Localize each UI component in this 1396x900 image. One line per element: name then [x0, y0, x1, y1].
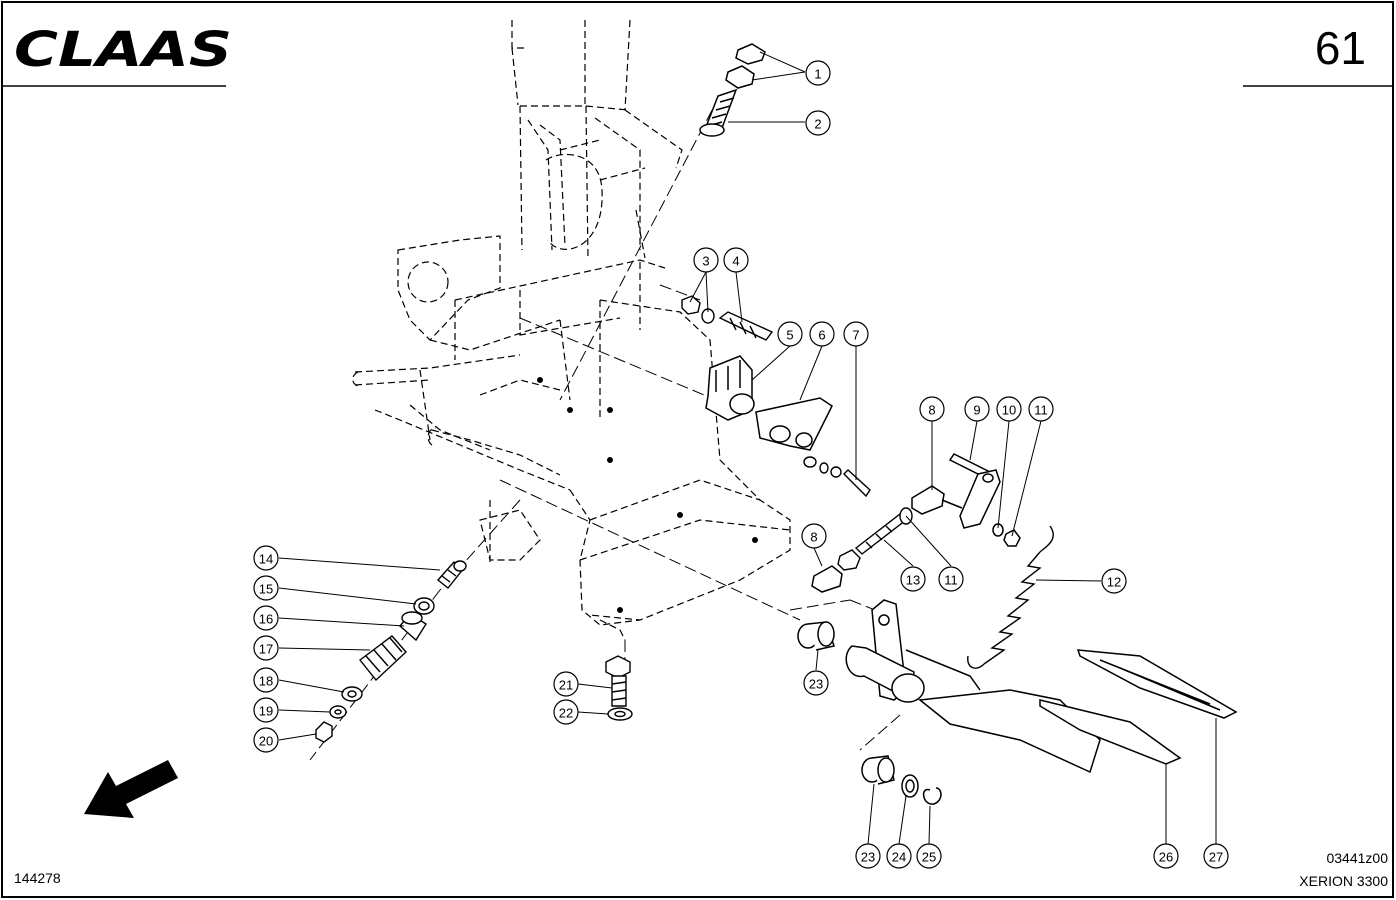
- callout-22-label: 22: [559, 706, 573, 721]
- part-13-threaded-rod: [837, 507, 913, 571]
- callout-26-label: 26: [1159, 850, 1173, 865]
- callout-25: 25: [916, 843, 942, 869]
- brand-logo: CLAAS: [14, 22, 232, 78]
- callout-7: 7: [843, 321, 869, 347]
- callout-5: 5: [777, 321, 803, 347]
- part-2-stud: [699, 88, 738, 137]
- callout-23-upper: 23: [803, 670, 829, 696]
- callout-27-label: 27: [1209, 850, 1223, 865]
- callout-9: 9: [964, 396, 990, 422]
- part-3-4-fasteners: [681, 295, 774, 341]
- part-6-clamp: [755, 397, 833, 451]
- callout-11-lower-label: 11: [944, 573, 958, 588]
- callout-9-label: 9: [973, 403, 980, 418]
- callout-15: 15: [253, 575, 279, 601]
- callout-16: 16: [253, 605, 279, 631]
- callout-8-lower: 8: [801, 523, 827, 549]
- callout-17-label: 17: [259, 642, 273, 657]
- callout-6: 6: [809, 321, 835, 347]
- callout-26: 26: [1153, 843, 1179, 869]
- callout-2-label: 2: [814, 117, 821, 132]
- direction-arrow-icon: [84, 760, 178, 818]
- callout-6-label: 6: [818, 328, 825, 343]
- callout-19-label: 19: [259, 704, 273, 719]
- callout-4-label: 4: [732, 254, 739, 269]
- leader-lines: [278, 51, 1217, 845]
- part-22-lock-washer: [607, 707, 633, 721]
- part-25-circlip: [922, 787, 942, 805]
- callout-13: 13: [900, 566, 926, 592]
- part-5-bracket: [705, 355, 755, 421]
- callout-3-label: 3: [702, 254, 709, 269]
- callout-23-lower-label: 23: [861, 850, 875, 865]
- drawing-id: 03441z00: [1326, 850, 1388, 866]
- callout-7-label: 7: [852, 328, 859, 343]
- callout-10: 10: [996, 396, 1022, 422]
- callout-17: 17: [253, 635, 279, 661]
- callout-14-label: 14: [259, 552, 273, 567]
- callout-15-label: 15: [259, 582, 273, 597]
- callout-24: 24: [886, 843, 912, 869]
- page-number: 61: [1315, 22, 1366, 74]
- part-1-nut: [725, 43, 766, 89]
- callout-11-lower: 11: [938, 566, 964, 592]
- callout-14: 14: [253, 545, 279, 571]
- part-pedal-assembly: [845, 599, 1238, 774]
- callout-21-label: 21: [559, 678, 573, 693]
- callout-19: 19: [253, 697, 279, 723]
- callout-18: 18: [253, 667, 279, 693]
- callout-5-label: 5: [786, 328, 793, 343]
- callout-10-label: 10: [1002, 403, 1016, 418]
- callout-25-label: 25: [922, 850, 936, 865]
- callout-13-label: 13: [906, 573, 920, 588]
- part-8-ball-joint-lower: [811, 565, 843, 593]
- part-20-nut: [315, 721, 333, 743]
- callout-4: 4: [723, 247, 749, 273]
- part-17-spring: [359, 635, 407, 682]
- callout-23-lower: 23: [855, 843, 881, 869]
- part-23-bushing-lower: [861, 755, 895, 785]
- part-21-bolt: [605, 655, 631, 707]
- part-8-ball-joint-upper: [911, 485, 963, 515]
- callout-16-label: 16: [259, 612, 273, 627]
- part-16-sleeve: [399, 611, 427, 642]
- mounting-frame: [352, 19, 791, 641]
- part-19-washer: [329, 705, 347, 719]
- catalog-id: 144278: [14, 870, 61, 886]
- callout-24-label: 24: [892, 850, 906, 865]
- callout-21: 21: [553, 671, 579, 697]
- brand-logo-text: CLAAS: [14, 22, 232, 78]
- frame-holes: [537, 377, 758, 613]
- callout-3: 3: [693, 247, 719, 273]
- callout-8-lower-label: 8: [810, 530, 817, 545]
- part-9-lever-link: [948, 453, 1021, 547]
- part-23-bushing-upper: [797, 621, 835, 651]
- callout-8-upper-label: 8: [928, 403, 935, 418]
- callout-12-label: 12: [1107, 575, 1121, 590]
- callout-8-upper: 8: [919, 396, 945, 422]
- callout-1-label: 1: [814, 67, 821, 82]
- callout-20: 20: [253, 727, 279, 753]
- callout-20-label: 20: [259, 734, 273, 749]
- callout-22: 22: [553, 699, 579, 725]
- callout-27: 27: [1203, 843, 1229, 869]
- callout-11-upper-label: 11: [1034, 403, 1048, 418]
- callout-18-label: 18: [259, 674, 273, 689]
- part-7-bolt: [803, 456, 871, 498]
- callout-1: 1: [805, 60, 831, 86]
- part-24-washer: [901, 774, 919, 798]
- callout-11-upper: 11: [1028, 396, 1054, 422]
- part-15-washer: [413, 597, 435, 615]
- part-18-washer: [341, 686, 363, 702]
- callout-12: 12: [1101, 568, 1127, 594]
- model-name: XERION 3300: [1299, 873, 1388, 889]
- part-12-spring: [967, 525, 1054, 669]
- part-14-bolt: [436, 560, 467, 589]
- callout-23-upper-label: 23: [809, 677, 823, 692]
- callout-2: 2: [805, 110, 831, 136]
- callouts: 1 2 3 4 5 6 7 8 9 10 11 8 13 11 12 14 15…: [253, 60, 1229, 869]
